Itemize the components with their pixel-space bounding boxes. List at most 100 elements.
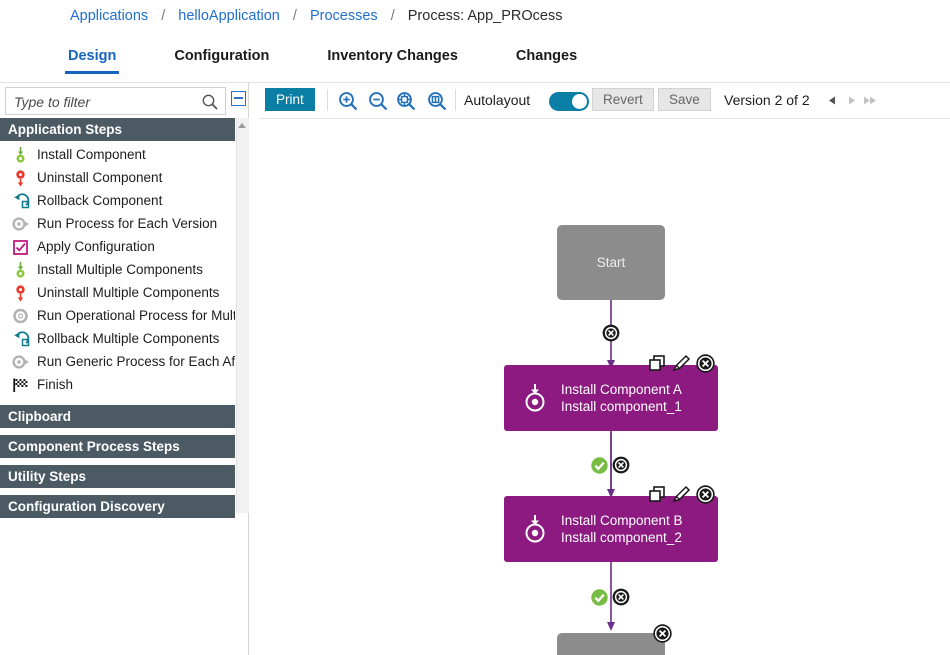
sidebar-step-install-multiple-components[interactable]: Install Multiple Components	[0, 258, 235, 282]
canvas-toolbar: Print	[259, 83, 950, 119]
sidebar-scrollbar[interactable]	[236, 118, 249, 513]
node-install-component-a[interactable]: Install Component A Install component_1	[504, 354, 718, 431]
sidebar-step-label: Rollback Component	[37, 193, 163, 209]
nav-last-icon[interactable]	[863, 95, 878, 106]
sidebar-step-run-operational-process[interactable]: Run Operational Process for Multi	[0, 304, 235, 328]
toolbar-divider	[455, 89, 456, 111]
success-check-icon[interactable]	[590, 456, 609, 475]
process-canvas-area: Print	[259, 83, 950, 655]
steps-palette-sidebar: Application Steps Install Component	[0, 83, 249, 655]
run-operational-process-icon	[11, 307, 30, 325]
collapse-panel-icon[interactable]	[231, 91, 246, 106]
install-multiple-components-icon	[11, 261, 30, 279]
sidebar-step-rollback-multiple-components[interactable]: Rollback Multiple Components	[0, 327, 235, 351]
install-component-icon	[11, 146, 30, 164]
print-button[interactable]: Print	[265, 88, 315, 111]
node-labels: Install Component A Install component_1	[561, 381, 682, 415]
breadcrumb: Applications / helloApplication / Proces…	[70, 8, 563, 24]
tab-inventory-changes[interactable]: Inventory Changes	[327, 48, 458, 64]
sidebar-step-label: Uninstall Multiple Components	[37, 285, 220, 301]
sidebar-step-label: Uninstall Component	[37, 170, 163, 186]
sidebar-step-uninstall-component[interactable]: Uninstall Component	[0, 166, 235, 190]
rollback-multiple-components-icon	[11, 330, 30, 348]
breadcrumb-item-processes[interactable]: Processes	[309, 8, 378, 24]
node-start[interactable]: Start	[557, 225, 665, 300]
sidebar-section-clipboard[interactable]: Clipboard	[0, 405, 235, 429]
tab-bar: Design Configuration Inventory Changes C…	[64, 48, 635, 74]
sidebar-step-run-process-each-version[interactable]: Run Process for Each Version	[0, 212, 235, 236]
breadcrumb-item-helloapplication[interactable]: helloApplication	[178, 8, 280, 24]
sidebar-section-utility-steps[interactable]: Utility Steps	[0, 465, 235, 489]
edit-icon[interactable]	[671, 353, 692, 374]
sidebar-section-component-process-steps[interactable]: Component Process Steps	[0, 435, 235, 459]
insert-node-icon[interactable]	[601, 323, 621, 343]
sidebar-step-apply-configuration[interactable]: Apply Configuration	[0, 235, 235, 259]
delete-icon[interactable]	[652, 623, 673, 644]
breadcrumb-item-applications[interactable]: Applications	[70, 8, 149, 24]
sidebar-step-install-component[interactable]: Install Component	[0, 143, 235, 167]
success-check-icon[interactable]	[590, 588, 609, 607]
breadcrumb-separator: /	[390, 8, 395, 24]
breadcrumb-current-process: Process: App_PROcess	[407, 8, 563, 24]
node-start-label: Start	[596, 255, 626, 270]
node-title: Install Component A	[561, 382, 682, 397]
sidebar-step-rollback-component[interactable]: Rollback Component	[0, 189, 235, 213]
tab-changes[interactable]: Changes	[515, 48, 578, 64]
node-toolbar	[647, 484, 716, 505]
tab-design[interactable]: Design	[64, 48, 120, 74]
sidebar-step-label: Install Multiple Components	[37, 262, 203, 278]
toolbar-divider	[327, 89, 328, 111]
save-button[interactable]: Save	[658, 88, 711, 111]
tab-configuration[interactable]: Configuration	[174, 48, 270, 64]
tab-bar-divider	[0, 82, 950, 83]
insert-node-icon[interactable]	[611, 455, 631, 475]
delete-icon[interactable]	[695, 353, 716, 374]
delete-icon[interactable]	[695, 484, 716, 505]
node-subtitle: Install component_2	[561, 530, 682, 545]
filter-input-wrapper[interactable]	[5, 87, 226, 115]
nav-previous-icon[interactable]	[827, 95, 838, 106]
breadcrumb-separator: /	[161, 8, 166, 24]
node-labels: Install Component B Install component_2	[561, 512, 683, 546]
filter-row	[0, 87, 249, 117]
copy-icon[interactable]	[647, 484, 668, 505]
rollback-component-icon	[11, 192, 30, 210]
node-install-component-b[interactable]: Install Component B Install component_2	[504, 485, 718, 562]
install-step-icon	[518, 381, 552, 415]
sidebar-step-label: Install Component	[37, 147, 146, 163]
install-step-icon	[518, 512, 552, 546]
toggle-knob	[572, 94, 587, 109]
sidebar-step-label: Apply Configuration	[37, 239, 155, 255]
edit-icon[interactable]	[671, 484, 692, 505]
node-title: Install Component B	[561, 513, 683, 528]
node-finish[interactable]: Finish	[557, 624, 672, 655]
run-generic-process-icon	[11, 353, 30, 371]
autolayout-toggle[interactable]	[549, 92, 589, 111]
sidebar-step-finish[interactable]: Finish	[0, 373, 235, 397]
finish-flag-icon	[11, 376, 30, 394]
zoom-fit-icon[interactable]	[395, 90, 417, 112]
autolayout-label: Autolayout	[464, 92, 531, 108]
nav-next-icon[interactable]	[846, 95, 857, 106]
sidebar-step-uninstall-multiple-components[interactable]: Uninstall Multiple Components	[0, 281, 235, 305]
insert-node-icon[interactable]	[611, 587, 631, 607]
filter-input[interactable]	[12, 91, 191, 113]
sidebar-section-application-steps[interactable]: Application Steps	[0, 118, 235, 142]
uninstall-component-icon	[11, 169, 30, 187]
search-icon[interactable]	[201, 93, 219, 111]
zoom-actual-size-icon[interactable]	[426, 90, 448, 112]
sidebar-step-run-generic-process[interactable]: Run Generic Process for Each Aff	[0, 350, 235, 374]
sidebar-section-configuration-discovery[interactable]: Configuration Discovery	[0, 495, 235, 519]
node-toolbar	[647, 353, 716, 374]
sidebar-step-label: Run Process for Each Version	[37, 216, 218, 232]
process-flow-diagram: Start	[259, 119, 950, 655]
scroll-up-icon[interactable]	[236, 119, 248, 131]
breadcrumb-separator: /	[292, 8, 297, 24]
zoom-in-icon[interactable]	[337, 90, 359, 112]
zoom-out-icon[interactable]	[367, 90, 389, 112]
version-label: Version 2 of 2	[724, 92, 810, 108]
revert-button[interactable]: Revert	[592, 88, 654, 111]
sidebar-step-label: Rollback Multiple Components	[37, 331, 220, 347]
sidebar-step-label: Run Generic Process for Each Aff	[37, 354, 235, 370]
copy-icon[interactable]	[647, 353, 668, 374]
